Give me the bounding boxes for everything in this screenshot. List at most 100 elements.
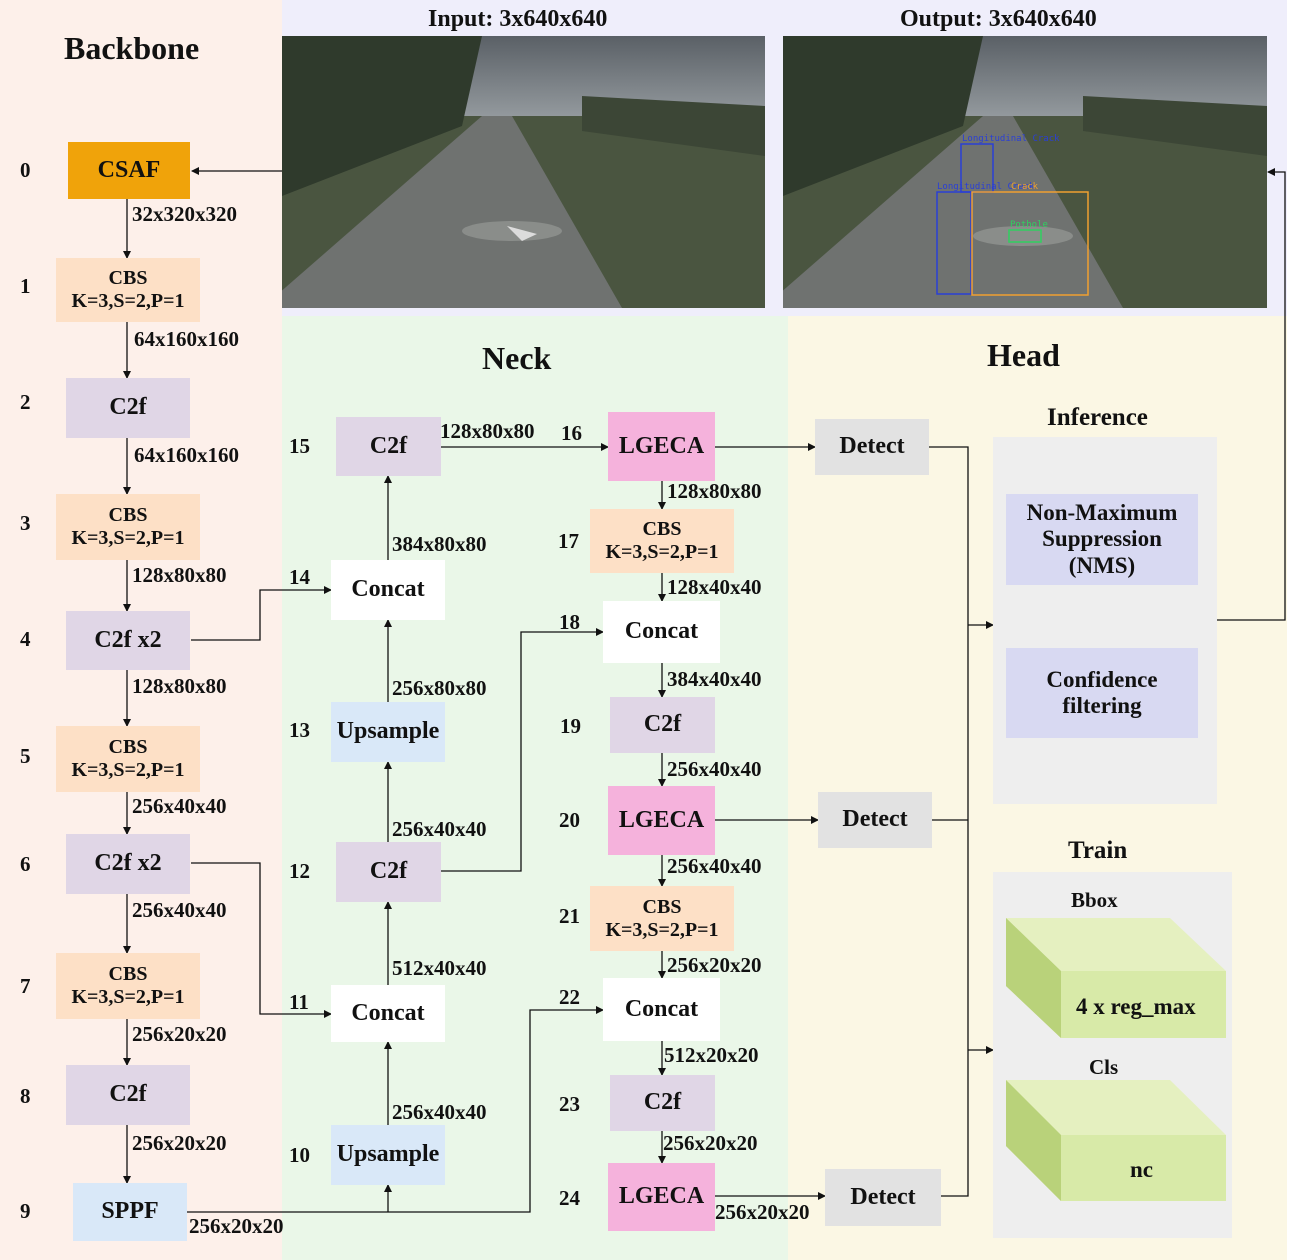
block-label: Upsample <box>336 1141 440 1168</box>
tensor-shape: 384x80x80 <box>392 532 487 556</box>
block-label: Concat <box>351 576 425 603</box>
layer-index: 10 <box>289 1143 310 1167</box>
tensor-shape: 256x40x40 <box>392 817 487 841</box>
output-label: Output: 3x640x640 <box>900 6 1097 32</box>
confidence-filtering-block: Confidence filtering <box>1006 648 1198 738</box>
layer-index: 17 <box>558 529 579 553</box>
input-image <box>282 36 765 308</box>
tensor-shape: 64x160x160 <box>134 443 239 467</box>
block-label: LGECA <box>618 1183 705 1210</box>
c2f-x2-block: C2f x2 <box>66 611 190 670</box>
layer-index: 6 <box>20 852 31 876</box>
block-label: Upsample <box>336 718 440 745</box>
block-label: C2f <box>109 394 147 421</box>
upsample-block: Upsample <box>331 702 445 762</box>
concat-block: Concat <box>331 560 445 620</box>
layer-index: 21 <box>559 904 580 928</box>
layer-index: 20 <box>559 808 580 832</box>
layer-index: 16 <box>561 421 582 445</box>
layer-index: 2 <box>20 390 31 414</box>
concat-block: Concat <box>603 601 720 663</box>
block-label: C2f x2 <box>94 626 162 653</box>
layer-index: 22 <box>559 985 580 1009</box>
c2f-block: C2f <box>66 378 190 438</box>
layer-index: 3 <box>20 511 31 535</box>
block-params: K=3,S=2,P=1 <box>605 918 719 941</box>
block-label: Concat <box>624 618 699 645</box>
layer-index: 23 <box>559 1092 580 1116</box>
detection-label: Crack <box>1011 182 1039 192</box>
layer-index: 1 <box>20 274 31 298</box>
concat-block: Concat <box>603 978 720 1041</box>
layer-index: 18 <box>559 610 580 634</box>
lgeca-block: LGECA <box>608 412 715 481</box>
nms-line: Non-Maximum <box>1026 499 1178 525</box>
c2f-block: C2f <box>336 417 441 476</box>
neck-title: Neck <box>482 340 552 376</box>
inference-title: Inference <box>1047 404 1148 431</box>
tensor-shape: 256x80x80 <box>392 676 487 700</box>
block-label: CBS <box>642 518 682 540</box>
c2f-block: C2f <box>610 697 715 753</box>
block-params: K=3,S=2,P=1 <box>71 290 185 312</box>
block-label: LGECA <box>618 432 705 459</box>
tensor-shape: 256x40x40 <box>132 794 227 818</box>
layer-index: 11 <box>289 990 309 1014</box>
tensor-shape: 128x40x40 <box>667 575 762 599</box>
block-label: C2f <box>369 858 408 885</box>
block-label: Detect <box>842 806 908 833</box>
c2f-block: C2f <box>66 1065 190 1125</box>
output-image: Longitudinal Crack Longitudinal Crack Cr… <box>783 36 1267 308</box>
tensor-shape: 32x320x320 <box>132 202 237 226</box>
head-title: Head <box>987 337 1060 373</box>
cls-title: Cls <box>1089 1055 1119 1079</box>
tensor-shape: 128x80x80 <box>667 479 762 503</box>
confidence-line: Confidence <box>1046 666 1158 692</box>
tensor-shape: 512x20x20 <box>664 1043 759 1067</box>
tensor-shape: 512x40x40 <box>392 956 487 980</box>
block-label: CBS <box>642 895 682 918</box>
tensor-shape: 64x160x160 <box>134 327 239 351</box>
block-label: Concat <box>351 999 425 1026</box>
block-label: C2f <box>109 1081 147 1108</box>
backbone-title: Backbone <box>64 30 200 66</box>
tensor-shape: 256x20x20 <box>663 1131 758 1155</box>
cls-value: nc <box>1130 1157 1153 1182</box>
block-label: CBS <box>108 267 148 289</box>
tensor-shape: 128x80x80 <box>132 674 227 698</box>
c2f-block: C2f <box>336 842 441 902</box>
concat-block: Concat <box>331 985 445 1042</box>
nms-line: (NMS) <box>1068 552 1136 578</box>
tensor-shape: 256x40x40 <box>392 1100 487 1124</box>
layer-index: 8 <box>20 1084 31 1108</box>
layer-index: 13 <box>289 718 310 742</box>
detection-label: Pothole <box>1010 220 1048 230</box>
tensor-shape: 256x20x20 <box>189 1214 284 1238</box>
block-params: K=3,S=2,P=1 <box>71 759 185 781</box>
detection-label: Longitudinal Crack <box>937 182 1035 192</box>
tensor-shape: 256x40x40 <box>667 854 762 878</box>
bbox-title: Bbox <box>1071 888 1118 912</box>
tensor-shape: 256x20x20 <box>715 1200 810 1224</box>
detection-label: Longitudinal Crack <box>962 134 1060 144</box>
layer-index: 24 <box>559 1186 580 1210</box>
block-label: Detect <box>839 433 905 460</box>
layer-index: 5 <box>20 744 31 768</box>
nms-line: Suppression <box>1042 526 1162 552</box>
block-label: CBS <box>108 736 148 758</box>
block-label: CBS <box>108 963 148 985</box>
block-label: Concat <box>624 995 699 1022</box>
tensor-shape: 256x20x20 <box>132 1022 227 1046</box>
detect-block: Detect <box>815 419 929 475</box>
block-params: K=3,S=2,P=1 <box>71 986 185 1008</box>
train-title: Train <box>1068 837 1128 864</box>
layer-index: 7 <box>20 974 31 998</box>
inference-panel <box>993 437 1217 804</box>
upsample-block: Upsample <box>331 1125 445 1185</box>
tensor-shape: 128x80x80 <box>132 563 227 587</box>
